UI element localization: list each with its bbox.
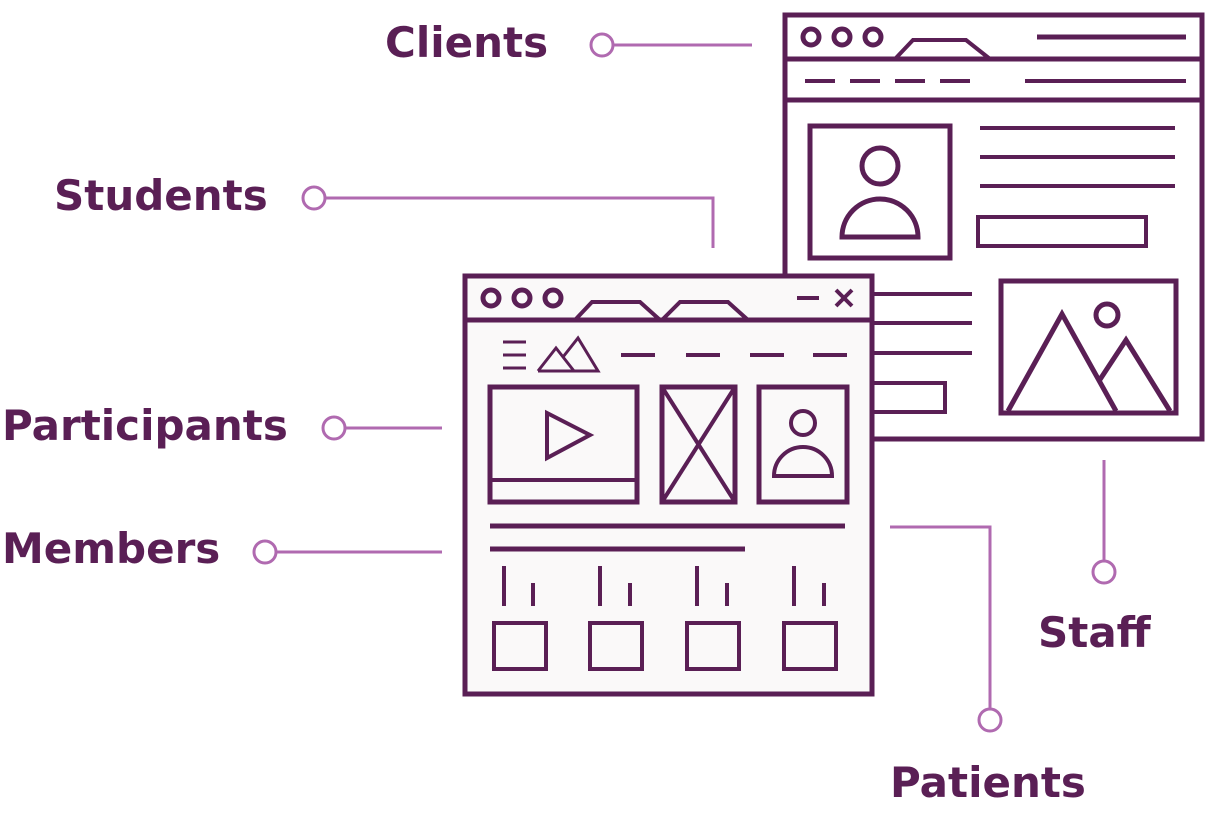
label-staff: Staff (1038, 608, 1151, 657)
bar-columns (492, 566, 838, 671)
connector-students (301, 185, 715, 248)
browser-tab (660, 300, 750, 322)
video-player (487, 384, 640, 505)
logo-mountains-icon (536, 335, 601, 373)
label-patients: Patients (890, 758, 1086, 807)
label-students: Students (54, 171, 268, 220)
back-browser-window (782, 12, 1205, 442)
connector-clients (589, 32, 752, 58)
mountain-image-icon (998, 278, 1179, 416)
browser-tab (573, 300, 662, 322)
hamburger-menu-icon (503, 340, 526, 370)
play-icon (545, 409, 595, 462)
label-clients: Clients (385, 18, 549, 67)
connector-members (252, 539, 442, 565)
image-placeholder-icon (659, 384, 738, 505)
connector-staff (1091, 460, 1117, 585)
person-icon (756, 384, 850, 505)
window-controls (480, 287, 564, 309)
browser-tab (893, 38, 992, 61)
label-members: Members (2, 524, 221, 573)
connector-participants (321, 415, 442, 441)
connector-patients (890, 525, 1003, 733)
window-controls (800, 26, 884, 48)
front-browser-window (462, 273, 875, 697)
person-icon (807, 123, 953, 261)
label-participants: Participants (2, 401, 288, 450)
close-icon (834, 288, 854, 308)
